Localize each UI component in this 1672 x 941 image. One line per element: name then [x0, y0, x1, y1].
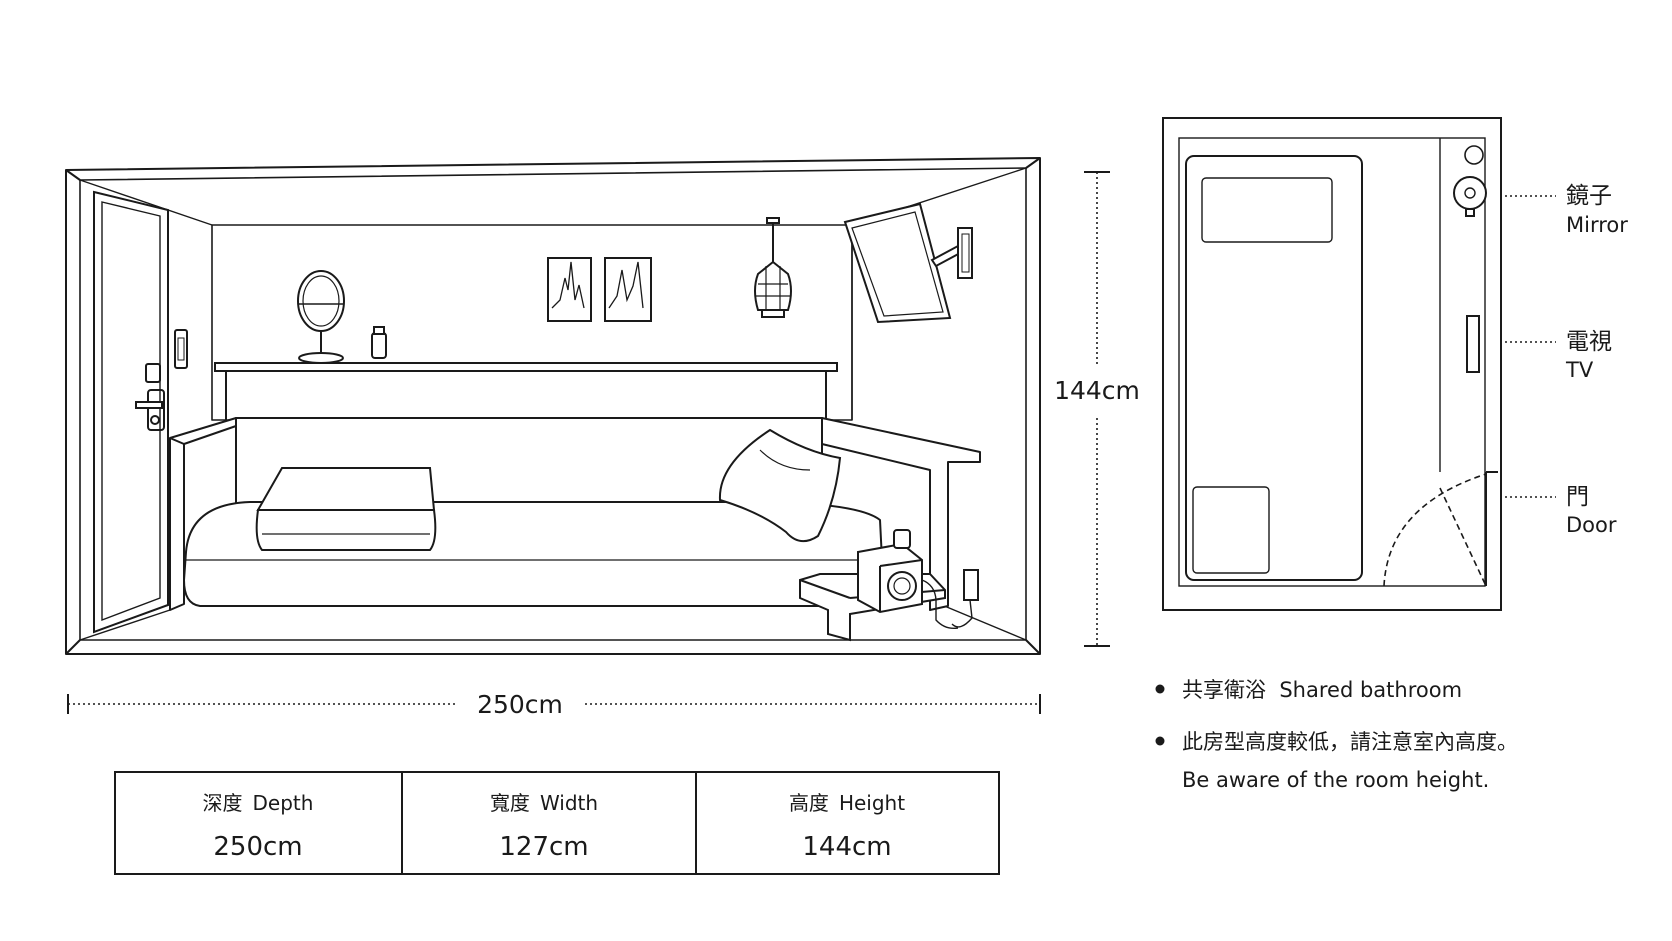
- note-bullet: [1155, 736, 1165, 746]
- floor-plan-mirror-icon: [1453, 176, 1487, 217]
- heater-icon: [799, 529, 979, 642]
- table-value-depth: 250cm: [213, 832, 302, 862]
- width-dimension-ticks: [67, 694, 1041, 714]
- legend-leaders: [1505, 195, 1556, 498]
- note-shared-bathroom: 共享衛浴 Shared bathroom: [1182, 678, 1462, 702]
- legend-door-zh: 門: [1566, 484, 1589, 510]
- floor-plan: [1162, 117, 1502, 611]
- pillow-icon: [718, 428, 842, 543]
- pendant-lamp-icon: [754, 217, 792, 318]
- width-dimension-label: 250cm: [477, 690, 563, 719]
- legend-tv-zh: 電視: [1566, 329, 1612, 355]
- door-icon: [93, 190, 188, 634]
- table-value-height: 144cm: [802, 832, 891, 862]
- floor-plan-tv-icon: [1466, 315, 1480, 373]
- legend-mirror-zh: 鏡子: [1566, 183, 1612, 209]
- table-value-width: 127cm: [499, 832, 588, 862]
- floor-plan-door-icon: [1383, 471, 1498, 587]
- height-dimension-ticks: [1084, 171, 1110, 647]
- legend-door-en: Door: [1566, 513, 1617, 537]
- cushion: [255, 467, 437, 551]
- picture-frame-icon: [547, 257, 652, 322]
- dimensions-table: [114, 771, 1000, 875]
- height-dimension-label: 144cm: [1054, 376, 1140, 405]
- shelf: [214, 362, 838, 420]
- note-room-height-en: Be aware of the room height.: [1182, 768, 1489, 792]
- mirror-icon: [297, 270, 387, 364]
- legend-mirror-en: Mirror: [1566, 213, 1628, 237]
- note-bullet: [1155, 684, 1165, 694]
- legend-tv-en: TV: [1565, 358, 1594, 382]
- tv-icon: [843, 202, 973, 324]
- note-room-height-zh: 此房型高度較低，請注意室內高度。: [1182, 730, 1518, 754]
